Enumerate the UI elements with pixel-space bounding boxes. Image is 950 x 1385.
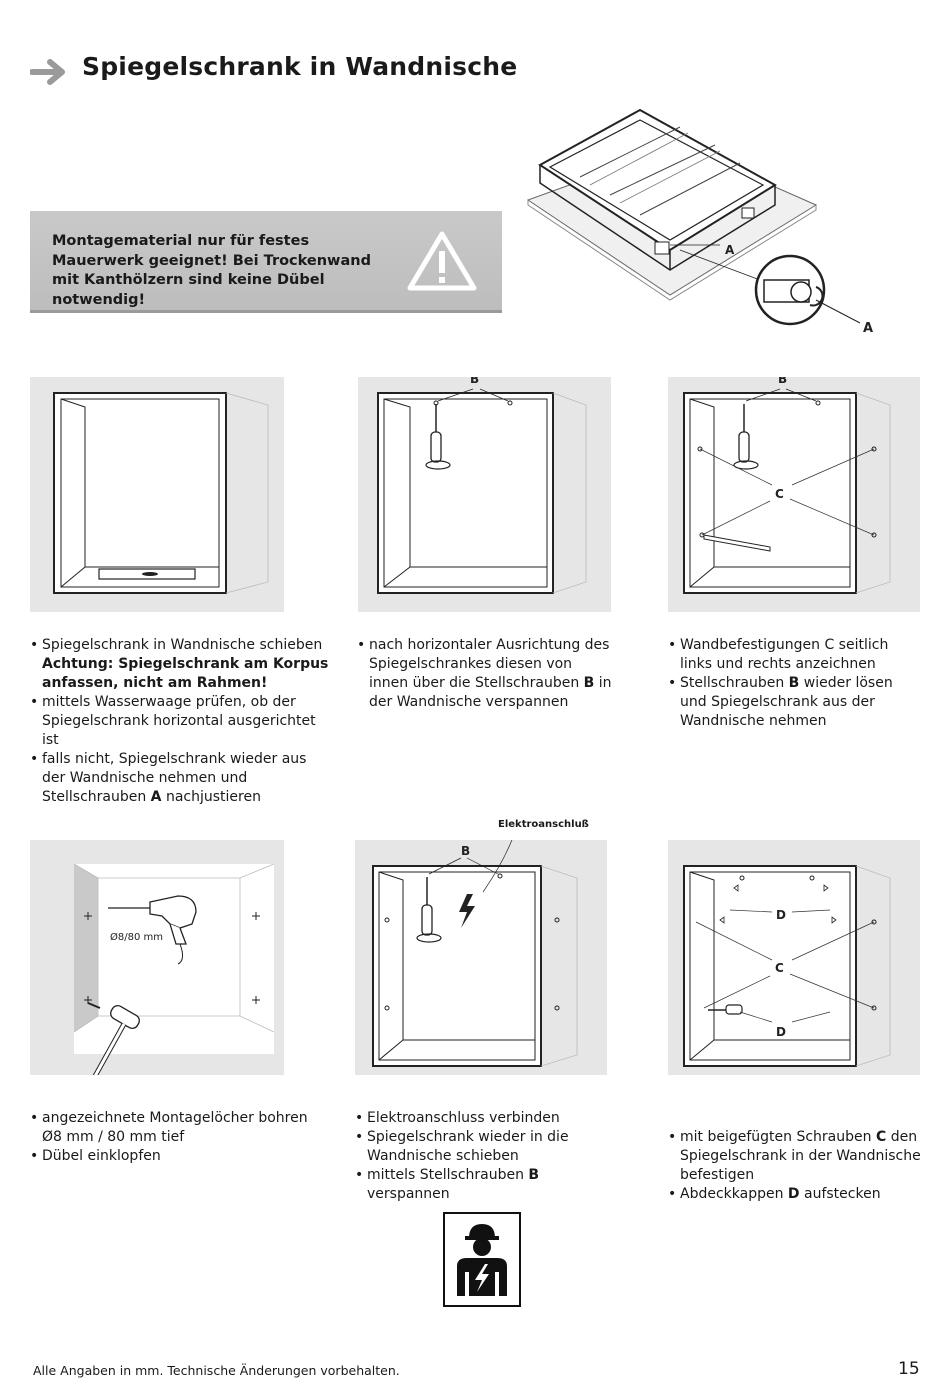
list-item: mit beigefügten Schrauben C den Spiegels… (668, 1128, 923, 1185)
lightning-icon (459, 894, 475, 928)
panel3-label-b: B (778, 377, 787, 386)
list-item: Stellschrauben B wieder lösen und Spiege… (668, 674, 923, 731)
drill-icon (108, 895, 197, 965)
list-item: Elektroanschluss verbinden (355, 1109, 625, 1128)
list-item: Dübel einklopfen (30, 1147, 330, 1166)
panel2-label-b: B (470, 377, 479, 386)
list-item: nach horizontaler Ausrichtung des Spiege… (357, 636, 615, 712)
panel6-label-c: C (775, 961, 784, 975)
panel5-label-elektro: Elektroanschluß (498, 819, 589, 830)
list-item: Spiegelschrank wieder in die Wandnische … (355, 1128, 625, 1166)
warning-text: Montagematerial nur für festes Mauerwerk… (52, 233, 371, 308)
step6-text: mit beigefügten Schrauben C den Spiegels… (668, 1128, 923, 1204)
panel4-label-size: Ø8/80 mm (110, 931, 163, 943)
panel6-label-d2: D (776, 1025, 786, 1039)
list-item: angezeichnete Montagelöcher bohren Ø8 mm… (30, 1109, 330, 1147)
cabinet-overview-illustration: A A (526, 108, 873, 336)
warning-box: Montagematerial nur für festes Mauerwerk… (30, 211, 502, 313)
hammer-icon (91, 1004, 140, 1080)
step6-illustration: D C D (668, 840, 920, 1075)
electrician-icon (443, 1212, 521, 1307)
step3-illustration: B C (668, 372, 920, 612)
list-item: mittels Wasserwaage prüfen, ob der Spieg… (30, 693, 330, 750)
step5-text: Elektroanschluss verbinden Spiegelschran… (355, 1109, 625, 1204)
footer-note: Alle Angaben in mm. Technische Änderunge… (33, 1363, 400, 1378)
arrow-right-icon (30, 59, 65, 85)
overview-label-a1: A (725, 243, 735, 257)
step5-illustration: B (355, 831, 607, 1075)
step1-text: Spiegelschrank in Wandnische schiebenAch… (30, 636, 330, 807)
step4-text: angezeichnete Montagelöcher bohren Ø8 mm… (30, 1109, 330, 1166)
page-title: Spiegelschrank in Wandnische (82, 52, 518, 81)
screwdriver-icon (416, 877, 442, 943)
panel3-label-c: C (775, 487, 784, 501)
screwdriver-icon (733, 404, 759, 470)
screwdriver-icon (708, 1004, 743, 1015)
step2-illustration: B (358, 372, 611, 612)
list-item: Abdeckkappen D aufstecken (668, 1185, 923, 1204)
list-item: falls nicht, Spiegelschrank wieder aus d… (30, 750, 330, 807)
list-item: mittels Stellschrauben B verspannen (355, 1166, 625, 1204)
warning-triangle-icon (407, 231, 477, 291)
page-number: 15 (898, 1359, 920, 1379)
list-item: Spiegelschrank in Wandnische schiebenAch… (30, 636, 330, 693)
panel5-label-b: B (461, 844, 470, 858)
step2-text: nach horizontaler Ausrichtung des Spiege… (357, 636, 615, 712)
step1-illustration (30, 377, 284, 612)
panel6-label-d1: D (776, 908, 786, 922)
list-item: Wandbefestigungen C seitlich links und r… (668, 636, 923, 674)
step3-text: Wandbefestigungen C seitlich links und r… (668, 636, 923, 731)
step4-illustration: Ø8/80 mm (30, 840, 284, 1080)
overview-label-a2: A (863, 321, 873, 336)
screwdriver-icon (425, 404, 451, 470)
